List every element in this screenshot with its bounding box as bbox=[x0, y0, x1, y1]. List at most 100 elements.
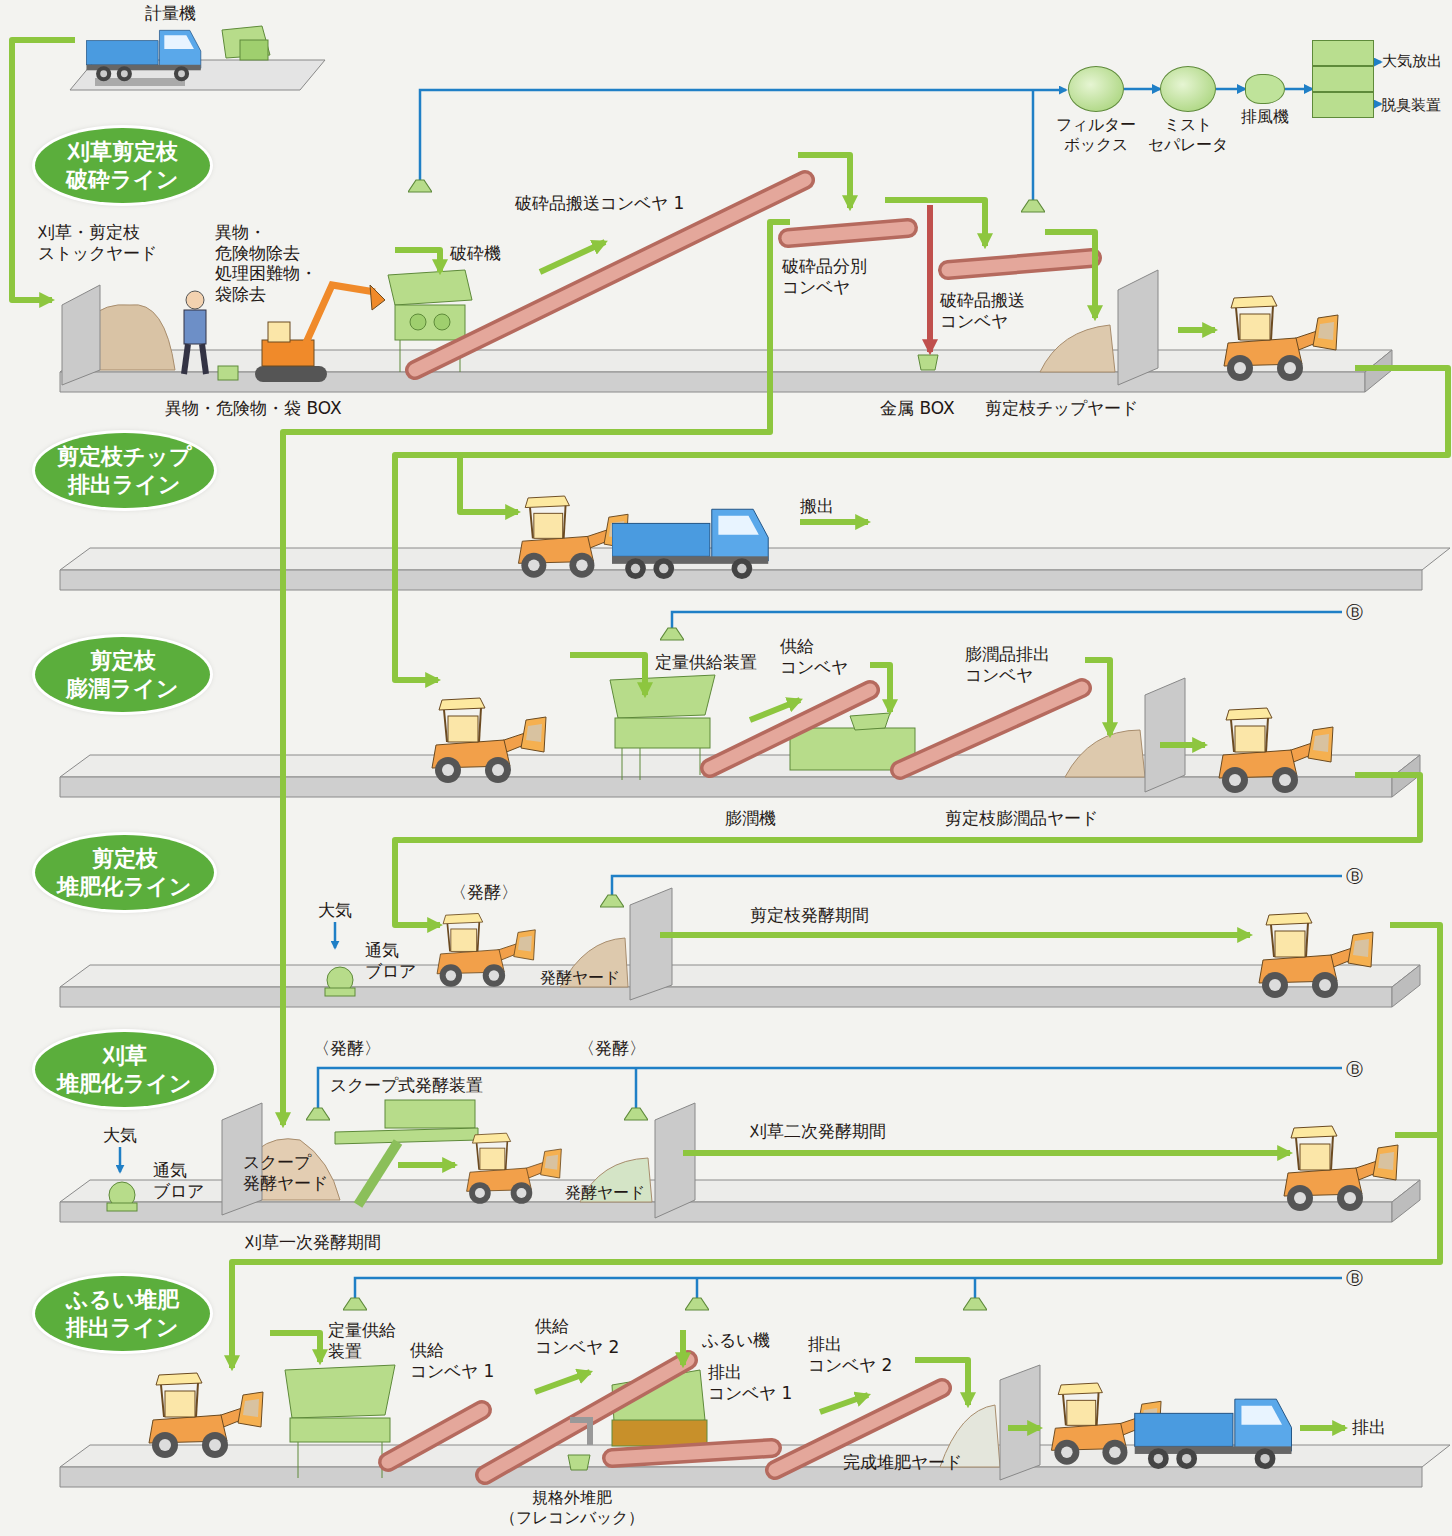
conveyor bbox=[415, 180, 805, 370]
material-flow bbox=[1395, 1132, 1440, 1138]
machine bbox=[298, 1442, 299, 1478]
duct-arrow bbox=[1285, 88, 1312, 91]
machine bbox=[335, 1128, 478, 1144]
floor-slab bbox=[1392, 1180, 1420, 1222]
machine bbox=[358, 1142, 398, 1205]
exhaust-duct bbox=[1374, 61, 1381, 64]
material-flow bbox=[683, 1150, 1290, 1156]
worker bbox=[184, 310, 206, 344]
exhaust-hood bbox=[306, 1108, 330, 1120]
floor-slab bbox=[60, 1202, 1392, 1222]
label-text: 供給 コンベヤ 2 bbox=[535, 1316, 635, 1357]
label-text: 剪定枝膨潤品ヤード bbox=[945, 808, 1098, 829]
loader bbox=[437, 913, 535, 986]
line-badge: 剪定枝 堆肥化ライン bbox=[35, 835, 214, 910]
exhaust-duct bbox=[672, 612, 1342, 628]
label-text: 定量供給装置 bbox=[655, 652, 757, 673]
label-text: 膨潤品排出 コンベヤ bbox=[965, 644, 1050, 685]
yard-wall bbox=[630, 888, 672, 1000]
material-flow bbox=[870, 665, 890, 712]
material-flow bbox=[1178, 327, 1215, 333]
conveyor bbox=[612, 1448, 772, 1458]
machine bbox=[388, 270, 472, 305]
material-flow bbox=[460, 455, 518, 512]
exhaust-hood bbox=[1021, 200, 1045, 212]
exhaust-duct bbox=[974, 1278, 977, 1298]
excavator bbox=[255, 366, 327, 382]
node-text: 排風機 bbox=[1241, 107, 1289, 127]
conveyor bbox=[710, 690, 870, 768]
node-text: 刈草 堆肥化ライン bbox=[57, 1042, 192, 1097]
duct-arrow bbox=[1216, 88, 1245, 91]
exhaust-hood bbox=[624, 1108, 648, 1120]
conveyor bbox=[900, 688, 1082, 770]
yard-wall bbox=[1118, 270, 1158, 385]
label-text: 計量機 bbox=[145, 3, 196, 24]
label-text: 剪定枝チップヤード bbox=[985, 398, 1138, 419]
label-text: 供給 コンベヤ 1 bbox=[410, 1340, 502, 1381]
node-text: ミスト セパレータ bbox=[1148, 115, 1228, 154]
material-flow bbox=[12, 40, 1448, 1428]
label-text: 破砕品搬送 コンベヤ bbox=[940, 290, 1025, 331]
label-text: スクープ式発酵装置 bbox=[330, 1075, 483, 1096]
label-text: 金属 BOX bbox=[880, 398, 955, 419]
excavator bbox=[268, 322, 290, 342]
label-text: 膨潤機 bbox=[725, 808, 776, 829]
material-flow bbox=[395, 368, 1448, 680]
exhaust-fan: 排風機 bbox=[1245, 74, 1285, 104]
line-badge: 刈草 堆肥化ライン bbox=[35, 1032, 214, 1107]
conveyor bbox=[948, 258, 1092, 270]
material-flow bbox=[395, 775, 1420, 925]
filter-box: フィルター ボックス bbox=[1068, 66, 1124, 112]
label-text: 大気 bbox=[318, 900, 352, 921]
label-text: Ⓑ bbox=[1346, 866, 1363, 887]
machine bbox=[285, 1365, 395, 1418]
material-flow bbox=[1300, 1425, 1345, 1431]
material-flow bbox=[660, 932, 1250, 938]
conveyor bbox=[415, 180, 805, 370]
exhaust-duct bbox=[1032, 90, 1035, 200]
worker bbox=[186, 291, 204, 309]
node-text: 剪定枝 堆肥化ライン bbox=[57, 845, 192, 900]
label-text: 規格外堆肥 （フレコンバック） bbox=[500, 1488, 644, 1527]
machine bbox=[615, 718, 710, 748]
machine bbox=[410, 314, 426, 330]
material-flow bbox=[800, 519, 868, 525]
material-flow bbox=[535, 1372, 590, 1392]
collection-box bbox=[918, 355, 938, 370]
machine bbox=[622, 748, 623, 780]
material-flow bbox=[820, 1395, 868, 1412]
pile bbox=[1040, 325, 1115, 372]
exhaust-hood bbox=[600, 895, 624, 907]
exhaust-hood bbox=[963, 1298, 987, 1310]
material-flow bbox=[915, 1360, 968, 1405]
label-text: 破砕品搬送コンベヤ 1 bbox=[515, 193, 684, 214]
label-text: 通気 ブロア bbox=[365, 940, 416, 981]
material-flow bbox=[1085, 660, 1110, 735]
material-flow bbox=[1160, 742, 1205, 748]
material-flow bbox=[270, 1333, 320, 1362]
material-flow bbox=[395, 250, 440, 272]
floor-slab bbox=[60, 1467, 1422, 1487]
floor-slab bbox=[60, 350, 1450, 1487]
exhaust-hood bbox=[306, 180, 1045, 1310]
label-text: 大気放出 bbox=[1382, 52, 1442, 70]
exhaust-duct bbox=[1374, 103, 1381, 106]
blower bbox=[107, 1203, 137, 1211]
conveyor bbox=[388, 1410, 482, 1462]
label-text: 剪定枝発酵期間 bbox=[750, 905, 869, 926]
machine bbox=[850, 713, 890, 730]
truck bbox=[612, 509, 768, 579]
exhaust-hood bbox=[408, 180, 432, 192]
node-text: 脱臭装置 bbox=[1381, 96, 1441, 115]
conveyor bbox=[710, 690, 870, 768]
line-badge: ふるい堆肥 排出ライン bbox=[35, 1276, 210, 1351]
label-text: 発酵ヤード bbox=[540, 968, 620, 988]
floor-slab bbox=[60, 965, 1420, 987]
exhaust-duct bbox=[334, 922, 337, 948]
material-flow bbox=[570, 655, 645, 695]
label-text: 搬出 bbox=[800, 496, 834, 517]
node-text: フィルター ボックス bbox=[1056, 115, 1136, 154]
truck bbox=[1135, 1399, 1292, 1469]
exhaust-duct bbox=[355, 1278, 1342, 1298]
